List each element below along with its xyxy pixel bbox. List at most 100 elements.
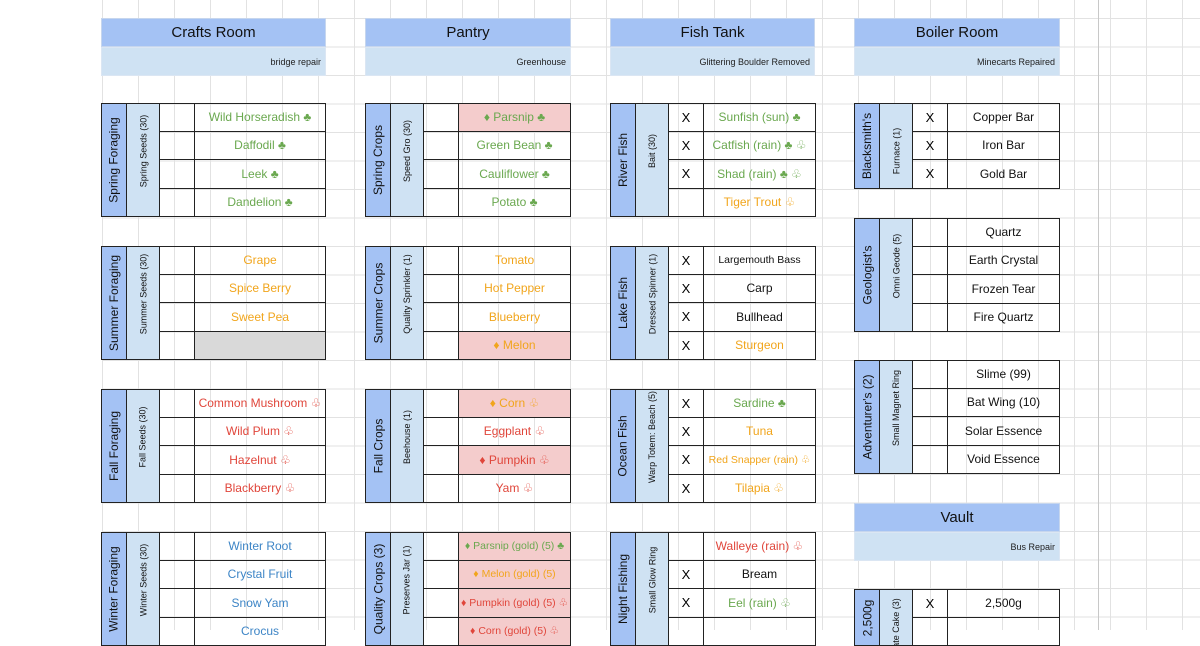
bundle-item[interactable]: Void Essence bbox=[948, 446, 1060, 475]
checkbox-cell[interactable] bbox=[913, 360, 948, 389]
checkbox-cell[interactable] bbox=[160, 275, 195, 304]
bundle-item[interactable]: Spice Berry bbox=[195, 275, 326, 304]
checkbox-cell[interactable] bbox=[913, 218, 948, 247]
checkbox-cell[interactable] bbox=[160, 132, 195, 161]
checkbox-cell[interactable]: X bbox=[669, 132, 704, 161]
checkbox-cell[interactable]: X bbox=[669, 561, 704, 590]
checkbox-cell[interactable]: X bbox=[669, 160, 704, 189]
checkbox-cell[interactable] bbox=[160, 475, 195, 504]
checkbox-cell[interactable] bbox=[424, 189, 459, 218]
bundle-item[interactable]: Wild Plum ♧ bbox=[195, 418, 326, 447]
checkbox-cell[interactable] bbox=[424, 589, 459, 618]
checkbox-cell[interactable] bbox=[669, 618, 704, 646]
bundle-item[interactable]: Tomato bbox=[459, 246, 571, 275]
bundle-item[interactable]: Red Snapper (rain) ♧ bbox=[704, 446, 816, 475]
checkbox-cell[interactable]: X bbox=[913, 589, 948, 618]
checkbox-cell[interactable] bbox=[424, 332, 459, 361]
bundle-item[interactable]: ♦ Pumpkin (gold) (5) ♧ bbox=[459, 589, 571, 618]
checkbox-cell[interactable] bbox=[160, 246, 195, 275]
checkbox-cell[interactable]: X bbox=[669, 103, 704, 132]
bundle-item[interactable]: ♦ Melon (gold) (5) bbox=[459, 561, 571, 590]
bundle-item[interactable]: Tiger Trout ♧ bbox=[704, 189, 816, 218]
bundle-item[interactable]: Solar Essence bbox=[948, 417, 1060, 446]
checkbox-cell[interactable] bbox=[160, 103, 195, 132]
checkbox-cell[interactable] bbox=[160, 303, 195, 332]
bundle-item[interactable]: Crocus bbox=[195, 618, 326, 646]
bundle-item[interactable]: Gold Bar bbox=[948, 160, 1060, 189]
checkbox-cell[interactable] bbox=[160, 160, 195, 189]
checkbox-cell[interactable] bbox=[160, 189, 195, 218]
bundle-item[interactable]: ♦ Parsnip ♣ bbox=[459, 103, 571, 132]
checkbox-cell[interactable]: X bbox=[669, 275, 704, 304]
checkbox-cell[interactable] bbox=[160, 418, 195, 447]
bundle-item[interactable]: Cauliflower ♣ bbox=[459, 160, 571, 189]
checkbox-cell[interactable] bbox=[424, 418, 459, 447]
checkbox-cell[interactable] bbox=[913, 417, 948, 446]
bundle-item[interactable]: Wild Horseradish ♣ bbox=[195, 103, 326, 132]
checkbox-cell[interactable] bbox=[424, 275, 459, 304]
checkbox-cell[interactable] bbox=[424, 618, 459, 646]
checkbox-cell[interactable]: X bbox=[913, 160, 948, 189]
bundle-item[interactable]: Leek ♣ bbox=[195, 160, 326, 189]
checkbox-cell[interactable] bbox=[160, 332, 195, 361]
checkbox-cell[interactable] bbox=[669, 532, 704, 561]
checkbox-cell[interactable]: X bbox=[669, 246, 704, 275]
checkbox-cell[interactable] bbox=[913, 304, 948, 333]
bundle-item[interactable] bbox=[195, 332, 326, 361]
bundle-item[interactable]: Hot Pepper bbox=[459, 275, 571, 304]
checkbox-cell[interactable]: X bbox=[913, 132, 948, 161]
checkbox-cell[interactable] bbox=[913, 389, 948, 418]
checkbox-cell[interactable]: X bbox=[669, 303, 704, 332]
bundle-item[interactable]: Blackberry ♧ bbox=[195, 475, 326, 504]
bundle-item[interactable]: Quartz bbox=[948, 218, 1060, 247]
bundle-item[interactable]: Carp bbox=[704, 275, 816, 304]
bundle-item[interactable]: ♦ Melon bbox=[459, 332, 571, 361]
bundle-item[interactable] bbox=[704, 618, 816, 646]
bundle-item[interactable]: ♦ Corn (gold) (5) ♧ bbox=[459, 618, 571, 646]
bundle-item[interactable]: ♦ Parsnip (gold) (5) ♣ bbox=[459, 532, 571, 561]
bundle-item[interactable]: Catfish (rain) ♣ ♧ bbox=[704, 132, 816, 161]
bundle-item[interactable]: Frozen Tear bbox=[948, 275, 1060, 304]
bundle-item[interactable]: Iron Bar bbox=[948, 132, 1060, 161]
checkbox-cell[interactable] bbox=[160, 446, 195, 475]
bundle-item[interactable]: Shad (rain) ♣ ♧ bbox=[704, 160, 816, 189]
checkbox-cell[interactable] bbox=[424, 160, 459, 189]
bundle-item[interactable]: Sunfish (sun) ♣ bbox=[704, 103, 816, 132]
bundle-item[interactable]: Eel (rain) ♧ bbox=[704, 589, 816, 618]
bundle-item[interactable]: Sturgeon bbox=[704, 332, 816, 361]
bundle-item[interactable]: Winter Root bbox=[195, 532, 326, 561]
checkbox-cell[interactable]: X bbox=[669, 418, 704, 447]
bundle-item[interactable]: Potato ♣ bbox=[459, 189, 571, 218]
bundle-item[interactable]: ♦ Corn ♧ bbox=[459, 389, 571, 418]
checkbox-cell[interactable] bbox=[424, 246, 459, 275]
bundle-item[interactable]: Dandelion ♣ bbox=[195, 189, 326, 218]
checkbox-cell[interactable] bbox=[424, 475, 459, 504]
checkbox-cell[interactable] bbox=[913, 446, 948, 475]
bundle-item[interactable]: Crystal Fruit bbox=[195, 561, 326, 590]
checkbox-cell[interactable] bbox=[424, 389, 459, 418]
checkbox-cell[interactable]: X bbox=[669, 589, 704, 618]
bundle-item[interactable]: Bullhead bbox=[704, 303, 816, 332]
checkbox-cell[interactable] bbox=[424, 532, 459, 561]
checkbox-cell[interactable]: X bbox=[669, 475, 704, 504]
bundle-item[interactable]: 2,500g bbox=[948, 589, 1060, 618]
checkbox-cell[interactable] bbox=[160, 618, 195, 646]
bundle-item[interactable]: Earth Crystal bbox=[948, 247, 1060, 276]
bundle-item[interactable]: Green Bean ♣ bbox=[459, 132, 571, 161]
checkbox-cell[interactable] bbox=[160, 589, 195, 618]
checkbox-cell[interactable]: X bbox=[669, 332, 704, 361]
bundle-item[interactable]: Grape bbox=[195, 246, 326, 275]
bundle-item[interactable]: Largemouth Bass bbox=[704, 246, 816, 275]
bundle-item[interactable]: Eggplant ♧ bbox=[459, 418, 571, 447]
checkbox-cell[interactable] bbox=[669, 189, 704, 218]
checkbox-cell[interactable]: X bbox=[669, 446, 704, 475]
bundle-item[interactable]: Daffodil ♣ bbox=[195, 132, 326, 161]
checkbox-cell[interactable]: X bbox=[913, 103, 948, 132]
checkbox-cell[interactable] bbox=[160, 532, 195, 561]
checkbox-cell[interactable]: X bbox=[669, 389, 704, 418]
bundle-item[interactable]: Slime (99) bbox=[948, 360, 1060, 389]
bundle-item[interactable] bbox=[948, 618, 1060, 646]
bundle-item[interactable]: Common Mushroom ♧ bbox=[195, 389, 326, 418]
checkbox-cell[interactable] bbox=[424, 561, 459, 590]
bundle-item[interactable]: Walleye (rain) ♧ bbox=[704, 532, 816, 561]
